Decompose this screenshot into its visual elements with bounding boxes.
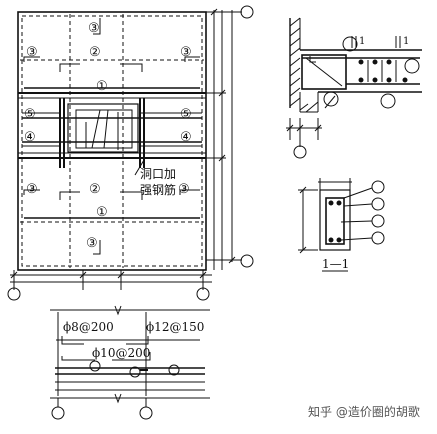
bar-circle-3 bbox=[129, 366, 141, 378]
marker-2-upper: ② bbox=[89, 45, 101, 60]
marker-circle-1-1-b bbox=[371, 197, 385, 211]
rebar-label-a: ϕ8@200 bbox=[63, 320, 114, 334]
axis-circle-lower-right bbox=[240, 254, 254, 268]
opening-note-line-1: 洞口加 bbox=[140, 167, 176, 181]
marker-3-top: ③ bbox=[88, 21, 100, 36]
marker-circle-section-left bbox=[323, 91, 339, 107]
cut-mark-right: 1 bbox=[403, 36, 409, 47]
axis-circle-top-right bbox=[240, 5, 254, 19]
marker-1-lower: ① bbox=[96, 205, 108, 220]
plan-dimensions bbox=[10, 270, 212, 290]
marker-5-right: ⑤ bbox=[180, 107, 192, 122]
axis-circle-section bbox=[293, 145, 307, 159]
slab-plan bbox=[17, 11, 207, 271]
marker-circle-section-bottom bbox=[380, 93, 396, 109]
wall-slab-section bbox=[286, 17, 422, 147]
bar-circle-1 bbox=[89, 360, 101, 372]
bar-circle-2 bbox=[168, 364, 180, 376]
axis-circle-bottom-left bbox=[7, 287, 21, 301]
marker-5-left: ⑤ bbox=[24, 107, 36, 122]
marker-circle-1-1-c bbox=[371, 214, 385, 228]
marker-3-left-lower: ③ bbox=[26, 182, 38, 197]
axis-circle-detail-right bbox=[139, 406, 153, 420]
marker-4-right: ④ bbox=[180, 130, 192, 145]
section-1-1 bbox=[298, 178, 373, 254]
marker-circle-1-1-a bbox=[371, 180, 385, 194]
marker-3-bottom: ③ bbox=[86, 236, 98, 251]
plan-side-dimensions bbox=[206, 8, 242, 270]
marker-4-left: ④ bbox=[24, 130, 36, 145]
marker-1-upper: ① bbox=[96, 79, 108, 94]
axis-circle-bottom-right bbox=[196, 287, 210, 301]
marker-3-right-lower: ③ bbox=[178, 182, 190, 197]
rebar-label-b: ϕ12@150 bbox=[146, 320, 204, 334]
watermark-text: 知乎 @造价圈的胡歌 bbox=[308, 404, 420, 419]
axis-circle-detail-left bbox=[51, 406, 65, 420]
marker-circle-1-1-d bbox=[371, 231, 385, 245]
opening-note-line-2: 强钢筋 bbox=[140, 182, 176, 197]
bottom-detail bbox=[50, 305, 210, 404]
marker-circle-section-top bbox=[342, 36, 358, 52]
cut-mark-left: 1 bbox=[359, 36, 365, 47]
marker-3-right-upper: ③ bbox=[180, 45, 192, 60]
rebar-label-c: ϕ10@200 bbox=[92, 346, 150, 360]
marker-2-lower: ② bbox=[89, 182, 101, 197]
section-label: 1—1 bbox=[322, 257, 349, 271]
marker-3-left-upper: ③ bbox=[26, 45, 38, 60]
marker-circle-section-right bbox=[404, 58, 420, 74]
